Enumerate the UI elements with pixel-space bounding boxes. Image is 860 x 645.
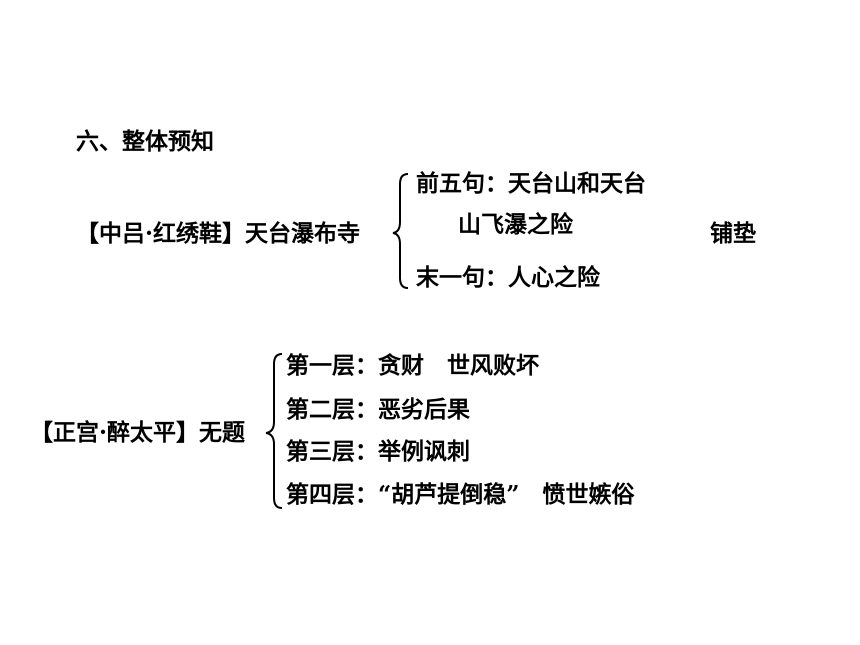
- diagram1-brace: [392, 173, 409, 289]
- diagram2-brace: [265, 353, 283, 509]
- diagram2-layer-2: 第二层：恶劣后果: [286, 396, 470, 423]
- diagram1-branch1-line2: 山飞瀑之险: [458, 211, 573, 238]
- diagram1-branch1-line1: 前五句：天台山和天台: [416, 170, 646, 197]
- diagram1-side-note: 铺垫: [710, 220, 756, 247]
- diagram2-root-label: 【正宫·醉太平】无题: [30, 419, 246, 446]
- diagram1-branch2: 末一句：人心之险: [416, 264, 600, 291]
- diagram2-layer-3: 第三层：举例讽刺: [286, 438, 470, 465]
- section-heading: 六、整体预知: [76, 128, 214, 155]
- diagram2-layer-4: 第四层：“胡芦提倒稳” 愤世嫉俗: [286, 481, 635, 508]
- diagram1-root-label: 【中吕·红绣鞋】天台瀑布寺: [76, 220, 361, 247]
- diagram2-layer-1: 第一层：贪财 世风败坏: [286, 352, 539, 379]
